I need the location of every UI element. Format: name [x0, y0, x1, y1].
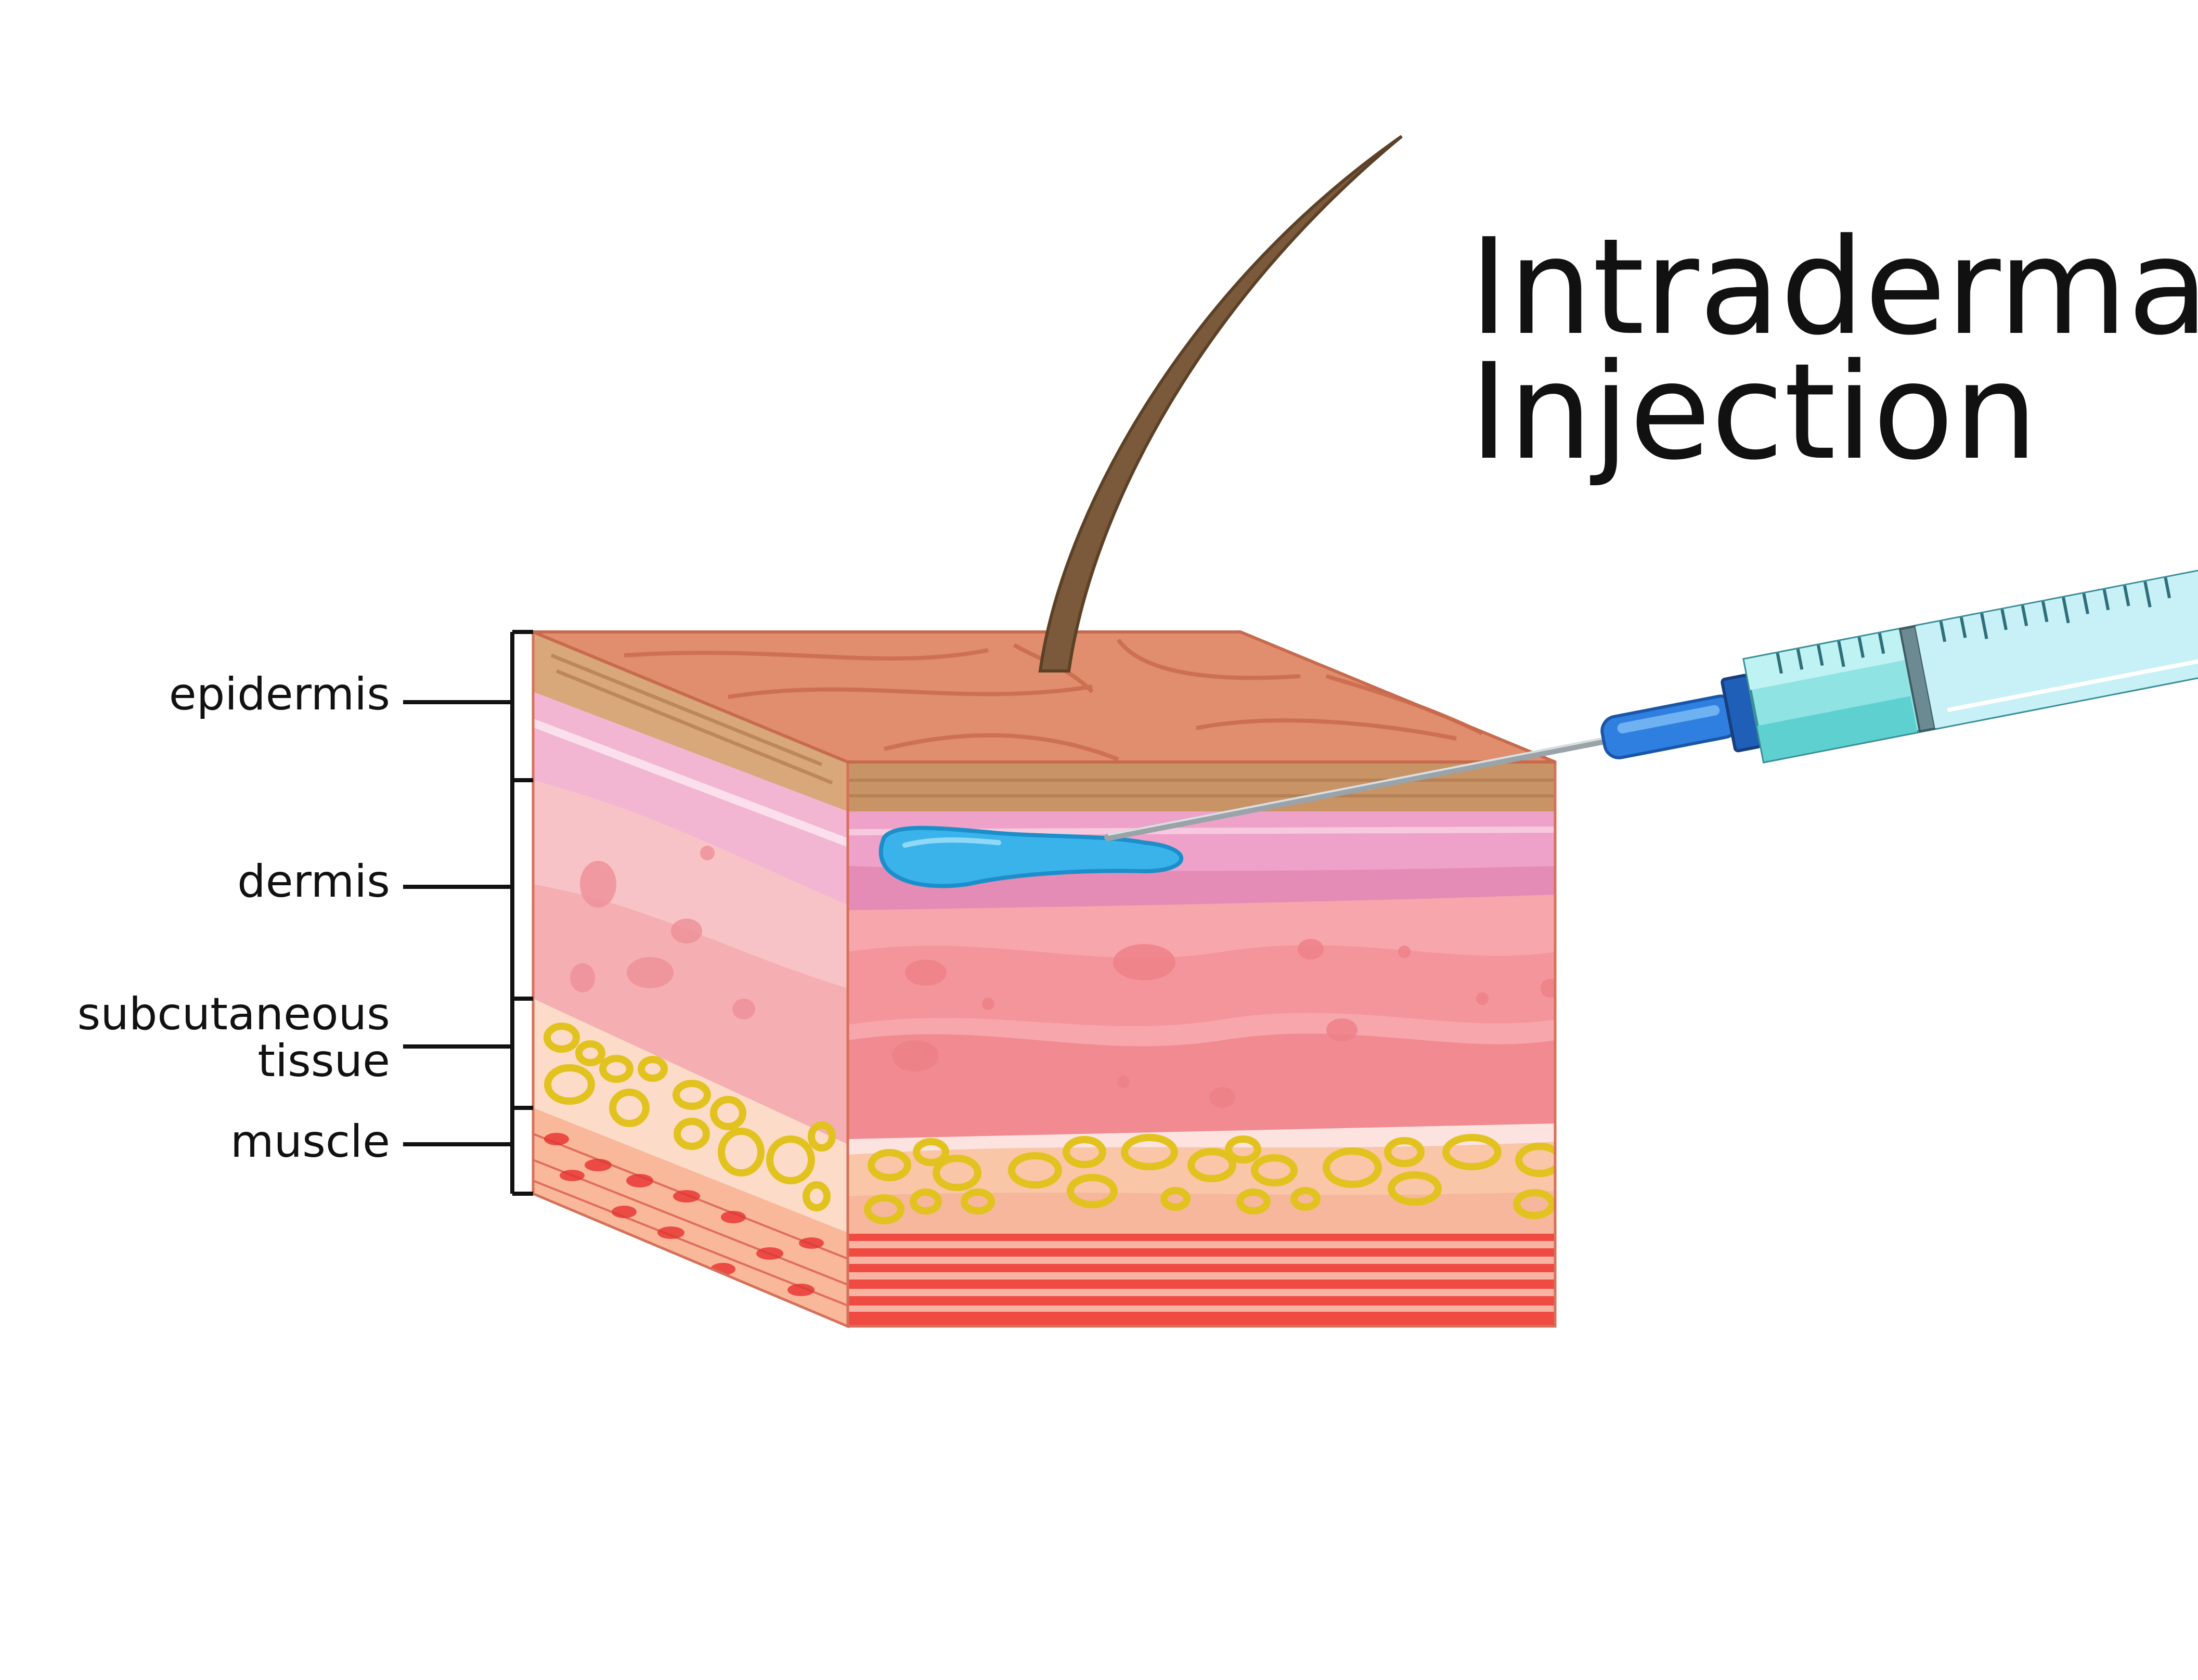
label-muscle: muscle: [230, 1116, 390, 1168]
side-muscle-layer: [533, 1108, 848, 1326]
title-line-1: Intradermal: [1469, 210, 2198, 365]
syringe: [1104, 568, 2198, 841]
label-subcutaneous-line1: subcutaneous: [77, 988, 390, 1040]
needle: [1104, 738, 1606, 841]
label-dermis: dermis: [237, 856, 390, 908]
side-dermis-upper: [533, 692, 848, 905]
side-face: [533, 632, 848, 1326]
label-epidermis: epidermis: [169, 668, 390, 720]
hair-strand: [1038, 135, 1403, 673]
label-subcutaneous-line2: tissue: [257, 1035, 390, 1088]
side-epidermis-layer: [533, 632, 848, 811]
label-subcutaneous-tissue: subcutaneous tissue: [77, 991, 390, 1085]
top-face: [532, 630, 1556, 764]
front-muscle-layer: [848, 1233, 1555, 1326]
title-line-2: Injection: [1469, 335, 2038, 489]
layer-brackets: [403, 630, 533, 1196]
